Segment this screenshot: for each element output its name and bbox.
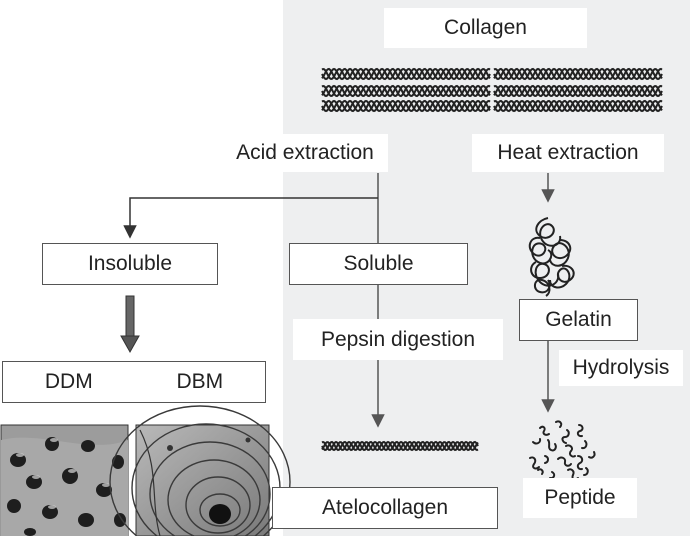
insoluble-branch-arrow bbox=[123, 197, 378, 239]
hydrolysis-label: Hydrolysis bbox=[559, 350, 683, 386]
ddm-dbm-box: DDM DBM bbox=[2, 361, 266, 403]
acid-extraction-label: Acid extraction bbox=[222, 134, 388, 172]
collagen-fibril-icon bbox=[321, 67, 663, 113]
peptide-fragments-icon bbox=[529, 420, 596, 481]
dbm-photo bbox=[109, 405, 291, 536]
soluble-box: Soluble bbox=[289, 243, 468, 285]
ddm-photo bbox=[0, 424, 129, 536]
pepsin-digestion-label: Pepsin digestion bbox=[293, 319, 503, 360]
peptide-label: Peptide bbox=[523, 478, 637, 518]
gelatin-box: Gelatin bbox=[519, 299, 638, 341]
dbm-label: DBM bbox=[176, 370, 224, 393]
ddm-label: DDM bbox=[44, 370, 93, 393]
heat-extraction-label: Heat extraction bbox=[472, 134, 664, 172]
atelocollagen-fibril-icon bbox=[321, 440, 479, 452]
collagen-title: Collagen bbox=[384, 8, 587, 48]
insoluble-thick-arrow bbox=[120, 295, 140, 354]
insoluble-box: Insoluble bbox=[42, 243, 218, 285]
gelatin-coil-icon bbox=[528, 217, 575, 297]
atelocollagen-box: Atelocollagen bbox=[272, 487, 498, 529]
